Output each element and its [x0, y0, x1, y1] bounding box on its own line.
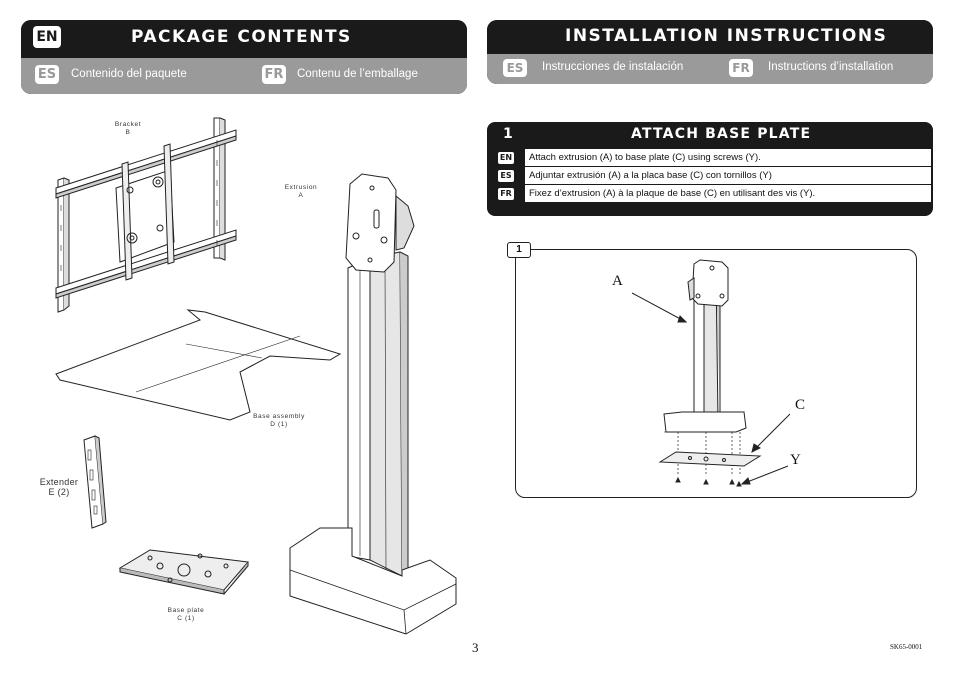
extrusion-drawing: [289, 173, 457, 635]
installation-fr: Instructions d’installation: [768, 61, 894, 73]
base-assembly-drawing: [55, 309, 342, 421]
lang-badge-en: EN: [33, 26, 61, 48]
installation-title-bar: INSTALLATION INSTRUCTIONS: [487, 20, 933, 52]
lang-badge-es: ES: [503, 59, 527, 77]
base-assembly-name: Base assembly: [253, 413, 305, 420]
bracket-drawing: [55, 117, 237, 313]
extender-label: Extender E (2): [34, 477, 84, 497]
package-contents-es: Contenido del paquete: [71, 68, 187, 80]
base-plate-label: Base plate C (1): [161, 607, 211, 623]
step-number: 1: [503, 126, 513, 142]
extender-name: Extender: [39, 477, 79, 487]
lang-badge-fr: FR: [729, 59, 753, 77]
extender-letter: E (2): [48, 487, 70, 497]
package-contents-translations: ES Contenido del paquete FR Contenu de l…: [21, 58, 467, 94]
bracket-label: Bracket B: [108, 121, 148, 137]
step-text-es: Adjuntar extrusión (A) a la placa base (…: [525, 167, 931, 184]
doc-code: SK65-0001: [890, 643, 923, 651]
callout-c: C: [795, 397, 806, 413]
base-assembly-label: Base assembly D (1): [248, 413, 310, 429]
package-contents-fr: Contenu de l’emballage: [297, 68, 418, 80]
lang-badge-es: ES: [35, 65, 59, 84]
callout-y: Y: [790, 452, 801, 468]
extrusion-letter: A: [298, 192, 304, 199]
figure-frame: [515, 249, 917, 498]
installation-translations: ES Instrucciones de instalación FR Instr…: [487, 54, 933, 84]
package-contents-title-bar: EN PACKAGE CONTENTS: [21, 20, 467, 56]
base-assembly-letter: D (1): [270, 421, 288, 428]
step-lang-fr: FR: [498, 188, 514, 200]
step-lang-en: EN: [498, 152, 514, 164]
installation-title: INSTALLATION INSTRUCTIONS: [565, 26, 888, 46]
step-text-en: Attach extrusion (A) to base plate (C) u…: [525, 149, 931, 166]
base-plate-drawing: [118, 549, 249, 595]
figure-tag: 1: [507, 242, 531, 258]
installation-es: Instrucciones de instalación: [542, 61, 684, 73]
step-lang-es: ES: [498, 170, 514, 182]
bracket-name: Bracket: [114, 121, 142, 128]
package-contents-header: EN PACKAGE CONTENTS ES Contenido del paq…: [21, 20, 467, 94]
step-title: ATTACH BASE PLATE: [631, 126, 812, 142]
base-plate-name: Base plate: [167, 607, 205, 614]
package-contents-title: PACKAGE CONTENTS: [131, 27, 352, 47]
step-text-fr: Fixez d’extrusion (A) à la plaque de bas…: [525, 185, 931, 202]
lang-badge-fr: FR: [262, 65, 286, 84]
bracket-letter: B: [125, 129, 131, 136]
extrusion-name: Extrusion: [284, 184, 318, 191]
extrusion-label: Extrusion A: [280, 184, 322, 200]
extender-drawing: [83, 435, 107, 529]
installation-header: INSTALLATION INSTRUCTIONS ES Instruccion…: [487, 20, 933, 84]
base-plate-letter: C (1): [177, 615, 195, 622]
step-panel: 1 ATTACH BASE PLATE EN Attach extrusion …: [487, 122, 933, 216]
page-number: 3: [472, 640, 479, 655]
callout-a: A: [612, 273, 623, 289]
